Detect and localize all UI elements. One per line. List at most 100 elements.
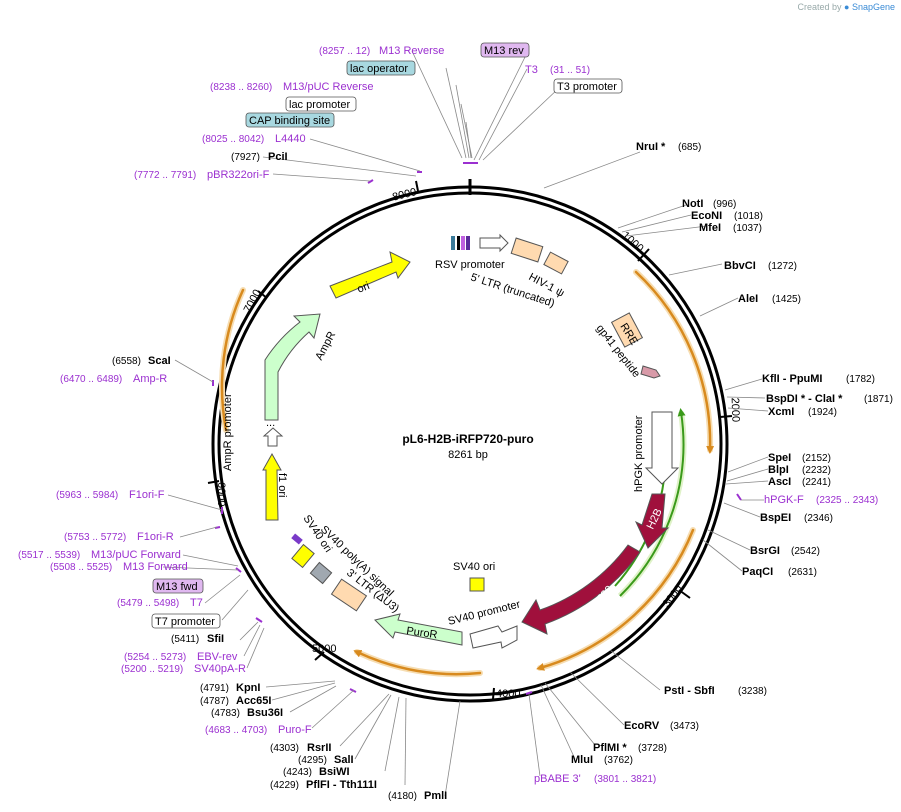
cap-binding-box: CAP binding site [245, 112, 335, 128]
enzyme-name: Bsu36I [247, 707, 283, 719]
enzyme-name: SpeI [768, 452, 791, 464]
enzyme-pos: (1425) [772, 294, 801, 305]
primer-pos: (5479 .. 5498) [117, 598, 179, 609]
f1-ori-label: f1 ori [276, 473, 288, 497]
enzyme-name: AscI [768, 476, 791, 488]
enzyme-name: PstI - SbfI [664, 685, 715, 697]
enzyme-pos: (2241) [802, 477, 831, 488]
rsv-promoter-label: RSV promoter [435, 259, 505, 271]
t7-promoter-box: T7 promoter [151, 613, 221, 629]
enzyme-pos: (5411) [171, 634, 199, 645]
primer-name: pBABE 3' [534, 773, 581, 785]
enzyme-name: PaqCI [742, 566, 773, 578]
primer-pos: (31 .. 51) [550, 65, 590, 76]
enzyme-name: BbvCI [724, 260, 756, 272]
primer-name: M13 Reverse [379, 45, 444, 57]
enzyme-pos: (1037) [733, 223, 762, 234]
plasmid-size: 8261 bp [448, 449, 488, 461]
enzyme-name: SalI [334, 754, 354, 766]
enzyme-name: EcoRV [624, 720, 660, 732]
plasmid-title: pL6-H2B-iRFP720-puro 8261 bp [402, 432, 533, 461]
sv40-promoter-label: SV40 promoter [447, 598, 522, 628]
feature-rsv-promoter: RSV promoter [435, 233, 509, 271]
box-label: lac promoter [289, 99, 350, 111]
enzyme-name: BsrGI [750, 545, 780, 557]
feature-rre: RRE gp41 peptide [594, 312, 644, 380]
primer-pos: (8025 .. 8042) [202, 134, 264, 145]
enzyme-pos: (1871) [864, 394, 893, 405]
enzyme-name: XcmI [768, 406, 794, 418]
enzyme-pos: (1018) [734, 211, 763, 222]
enzyme-name: ScaI [148, 355, 171, 367]
box-label: T7 promoter [155, 616, 215, 628]
lentiviral-arcs [219, 269, 715, 678]
tick-label: 5000 [312, 643, 336, 655]
m13-fwd-box: M13 fwd [152, 578, 204, 594]
enzyme-name: BspDI * - ClaI * [766, 393, 843, 405]
box-label: CAP binding site [249, 115, 330, 127]
enzyme-name: NruI * [636, 141, 666, 153]
sv40-ori-inner-label: SV40 ori [453, 561, 495, 573]
lac-promoter-box: lac promoter [285, 96, 357, 112]
primer-name: SV40pA-R [194, 663, 246, 675]
enzyme-name: KflI - PpuMI [762, 373, 823, 385]
enzyme-pos: (3473) [670, 721, 699, 732]
leader-lines [162, 50, 769, 797]
primer-name: T7 [190, 597, 203, 609]
tick-label: 8000 [391, 186, 418, 204]
enzyme-pos: (3238) [738, 686, 767, 697]
enzyme-name: RsrII [307, 742, 331, 754]
feature-ori: ori [329, 251, 411, 299]
primer-pos: (5753 .. 5772) [64, 532, 126, 543]
ampr-dots: ... [266, 417, 275, 429]
primer-pos: (5200 .. 5219) [121, 664, 183, 675]
primer-name: Puro-F [278, 724, 312, 736]
enzyme-name: PflMI * [593, 742, 627, 754]
primer-pos: (3801 .. 3821) [594, 774, 656, 785]
primer-pos: (5963 .. 5984) [56, 490, 118, 501]
primer-pos: (7772 .. 7791) [134, 170, 196, 181]
enzyme-pos: (4787) [200, 696, 229, 707]
enzymes-right: NruI * (685) NotI (996) EcoNI (1018) Mfe… [571, 141, 893, 766]
sv40-polya-label: SV40 poly(A) signal [318, 524, 396, 600]
primer-marks [212, 162, 742, 695]
box-label: M13 fwd [156, 581, 198, 593]
primer-name: M13/pUC Forward [91, 549, 181, 561]
primer-name: M13/pUC Reverse [283, 81, 373, 93]
t3-promoter-box: T3 promoter [553, 78, 623, 94]
primer-name: EBV-rev [197, 651, 238, 663]
primer-name: M13 Forward [123, 561, 188, 573]
enzyme-name: BlpI [768, 464, 789, 476]
feature-sv40-ori-left: SV40 ori [291, 513, 334, 569]
box-label: T3 promoter [557, 81, 617, 93]
enzyme-pos: (4229) [270, 780, 299, 791]
primer-name: T3 [525, 64, 538, 76]
enzyme-pos: (996) [713, 199, 736, 210]
primer-pos: (8257 .. 12) [319, 46, 370, 57]
ori-label: ori [356, 280, 372, 296]
enzyme-pos: (4791) [200, 683, 229, 694]
primer-pos: (5508 .. 5525) [50, 562, 112, 573]
primer-name: F1ori-F [129, 489, 165, 501]
snapgene-logo-icon: ● [844, 2, 850, 12]
enzyme-pos: (7927) [231, 152, 260, 163]
box-label: M13 rev [484, 45, 524, 57]
m13-rev-box: M13 rev [480, 42, 530, 58]
feature-puror: PuroR [374, 613, 463, 646]
enzyme-pos: (1272) [768, 261, 797, 272]
tick-label: 6000 [215, 482, 227, 506]
enzyme-name: KpnI [236, 682, 260, 694]
plasmid-name: pL6-H2B-iRFP720-puro [402, 432, 533, 446]
enzyme-pos: (685) [678, 142, 701, 153]
enzyme-name: BspEI [760, 512, 791, 524]
enzyme-name: NotI [682, 198, 703, 210]
enzyme-name: PflFI - Tth111I [306, 779, 377, 791]
enzyme-pos: (1782) [846, 374, 875, 385]
puror-label: PuroR [406, 625, 439, 641]
watermark-brand: SnapGene [851, 2, 895, 12]
enzyme-pos: (4180) [388, 791, 417, 802]
primers: (8257 .. 12) M13 Reverse (31 .. 51) T3 (… [18, 45, 878, 785]
ampr-label: AmpR [313, 330, 338, 363]
boxed-labels: M13 rev lac operator lac promoter CAP bi… [151, 42, 623, 629]
